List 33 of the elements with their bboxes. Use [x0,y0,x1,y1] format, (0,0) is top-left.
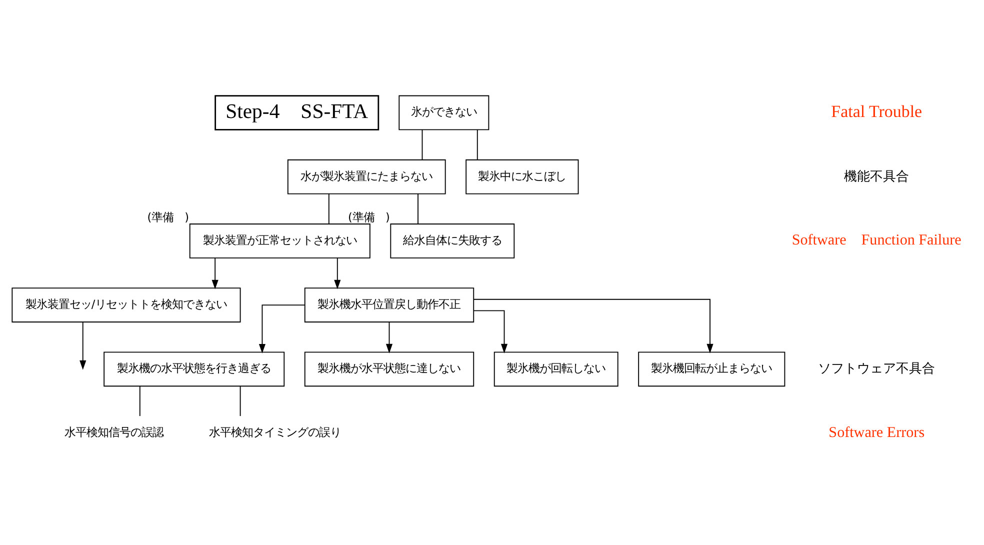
arrow [334,257,341,289]
node-box: 製氷中に水こぼし [466,158,579,194]
node-box: 製氷機の水平状態を行き過ぎる [104,351,285,386]
arrow [473,310,508,353]
connector [240,385,241,416]
connector [476,128,478,160]
node-box: 水が製氷装置にたまらない [287,158,446,194]
node-text: 水平検知信号の誤認 [64,426,164,439]
label: Fatal Trouble [831,101,922,120]
node-box: 製氷装置が正常セットされない [189,223,370,258]
arrow [80,321,86,370]
label: ソフトウェア不具合 [818,361,936,376]
node-label: (準備 ) [348,210,390,224]
arrow [473,298,714,353]
label: 機能不具合 [844,168,910,184]
node-box: 氷ができない [398,94,490,130]
connector [422,128,423,160]
node-box: 製氷機水平位置戻し動作不正 [304,287,474,322]
node-box: 製氷機が水平状態に達しない [304,351,474,386]
node-label: (準備 ) [147,210,190,224]
node-box: 給水自体に失敗する [390,223,515,258]
node-box: 製氷機が回転しない [494,351,618,386]
node-box: 製氷装置セッ/リセットトを検知できない [12,287,241,322]
connector [328,193,330,224]
arrow [212,257,218,289]
label: Software Errors [828,424,925,440]
arrow [386,321,393,353]
label: Software Function Failure [792,232,962,248]
arrow [258,304,306,353]
connector [139,385,140,416]
node-text: 水平検知タイミングの誤り [209,426,342,439]
node-box: 製氷機回転が止まらない [638,351,786,386]
node-box: Step-4 SS-FTA [214,94,380,130]
